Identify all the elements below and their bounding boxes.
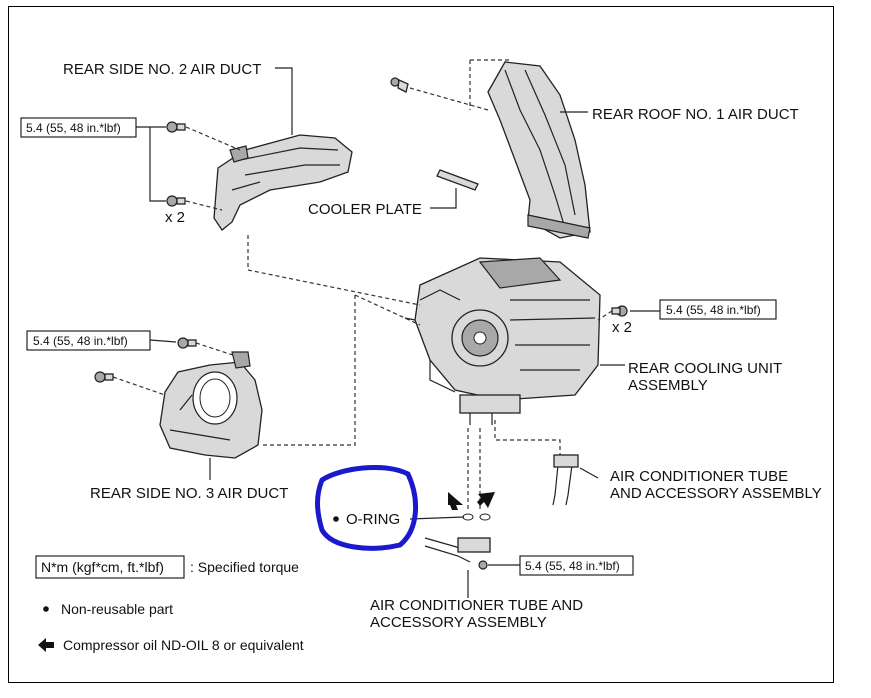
bolt-right bbox=[611, 305, 628, 317]
torque-box-mid-left bbox=[26, 330, 151, 351]
rear-side-no3-air-duct-part bbox=[159, 351, 263, 459]
bolt-mid-left-2 bbox=[94, 371, 114, 383]
label-ac-tube-bottom-line2: ACCESSORY ASSEMBLY bbox=[370, 614, 547, 631]
legend-oil-arrow-icon bbox=[38, 638, 54, 652]
torque-box-bottom bbox=[519, 555, 634, 576]
label-ac-tube-right-line1: AIR CONDITIONER TUBE bbox=[610, 468, 788, 485]
legend-torque-box bbox=[35, 555, 185, 579]
bolt-mid-left-1 bbox=[177, 337, 197, 349]
o-ring-bullet bbox=[333, 516, 339, 522]
rear-side-no2-air-duct-part bbox=[213, 134, 353, 231]
label-cooler-plate: COOLER PLATE bbox=[308, 201, 422, 218]
quantity-right: x 2 bbox=[612, 319, 632, 336]
rear-roof-no1-air-duct-part bbox=[487, 61, 591, 239]
bolt-upper-left-2 bbox=[166, 195, 186, 207]
cooler-plate-part bbox=[436, 169, 479, 191]
rear-cooling-unit-assembly-part bbox=[404, 257, 601, 425]
legend-bullet-icon bbox=[43, 606, 49, 612]
label-ac-tube-bottom-line1: AIR CONDITIONER TUBE AND bbox=[370, 597, 583, 614]
torque-box-right bbox=[659, 299, 777, 320]
torque-mid-left: 5.4 (55, 48 in.*lbf) bbox=[33, 334, 128, 348]
torque-top-left: 5.4 (55, 48 in.*lbf) bbox=[26, 121, 121, 135]
legend-torque-unit: N*m (kgf*cm, ft.*lbf) bbox=[41, 559, 164, 575]
label-o-ring: O-RING bbox=[346, 511, 400, 528]
torque-box-top-left bbox=[20, 117, 137, 138]
clip-top bbox=[390, 77, 409, 93]
ac-tube-bottom-part bbox=[424, 537, 491, 563]
legend-non-reusable: Non-reusable part bbox=[61, 601, 173, 617]
label-rear-side-no3-air-duct: REAR SIDE NO. 3 AIR DUCT bbox=[90, 485, 288, 502]
o-ring-highlight-circle bbox=[315, 464, 419, 551]
label-rear-side-no2-air-duct: REAR SIDE NO. 2 AIR DUCT bbox=[63, 61, 261, 78]
oil-arrow-right bbox=[477, 492, 495, 508]
torque-right: 5.4 (55, 48 in.*lbf) bbox=[666, 303, 761, 317]
label-ac-tube-right-line2: AND ACCESSORY ASSEMBLY bbox=[610, 485, 822, 502]
legend-torque-desc: : Specified torque bbox=[190, 559, 299, 575]
quantity-top-left: x 2 bbox=[165, 209, 185, 226]
bolt-bottom bbox=[478, 560, 488, 570]
label-rear-cooling-unit-line2: ASSEMBLY bbox=[628, 377, 708, 394]
label-rear-roof-no1-air-duct: REAR ROOF NO. 1 AIR DUCT bbox=[592, 106, 799, 123]
legend-compressor-oil: Compressor oil ND-OIL 8 or equivalent bbox=[63, 637, 304, 653]
oil-arrow-left bbox=[448, 492, 463, 510]
bolt-upper-left-1 bbox=[166, 121, 186, 133]
ac-tube-right-part bbox=[552, 454, 579, 506]
label-rear-cooling-unit-line1: REAR COOLING UNIT bbox=[628, 360, 782, 377]
torque-bottom: 5.4 (55, 48 in.*lbf) bbox=[525, 559, 620, 573]
o-ring-part bbox=[462, 513, 491, 521]
